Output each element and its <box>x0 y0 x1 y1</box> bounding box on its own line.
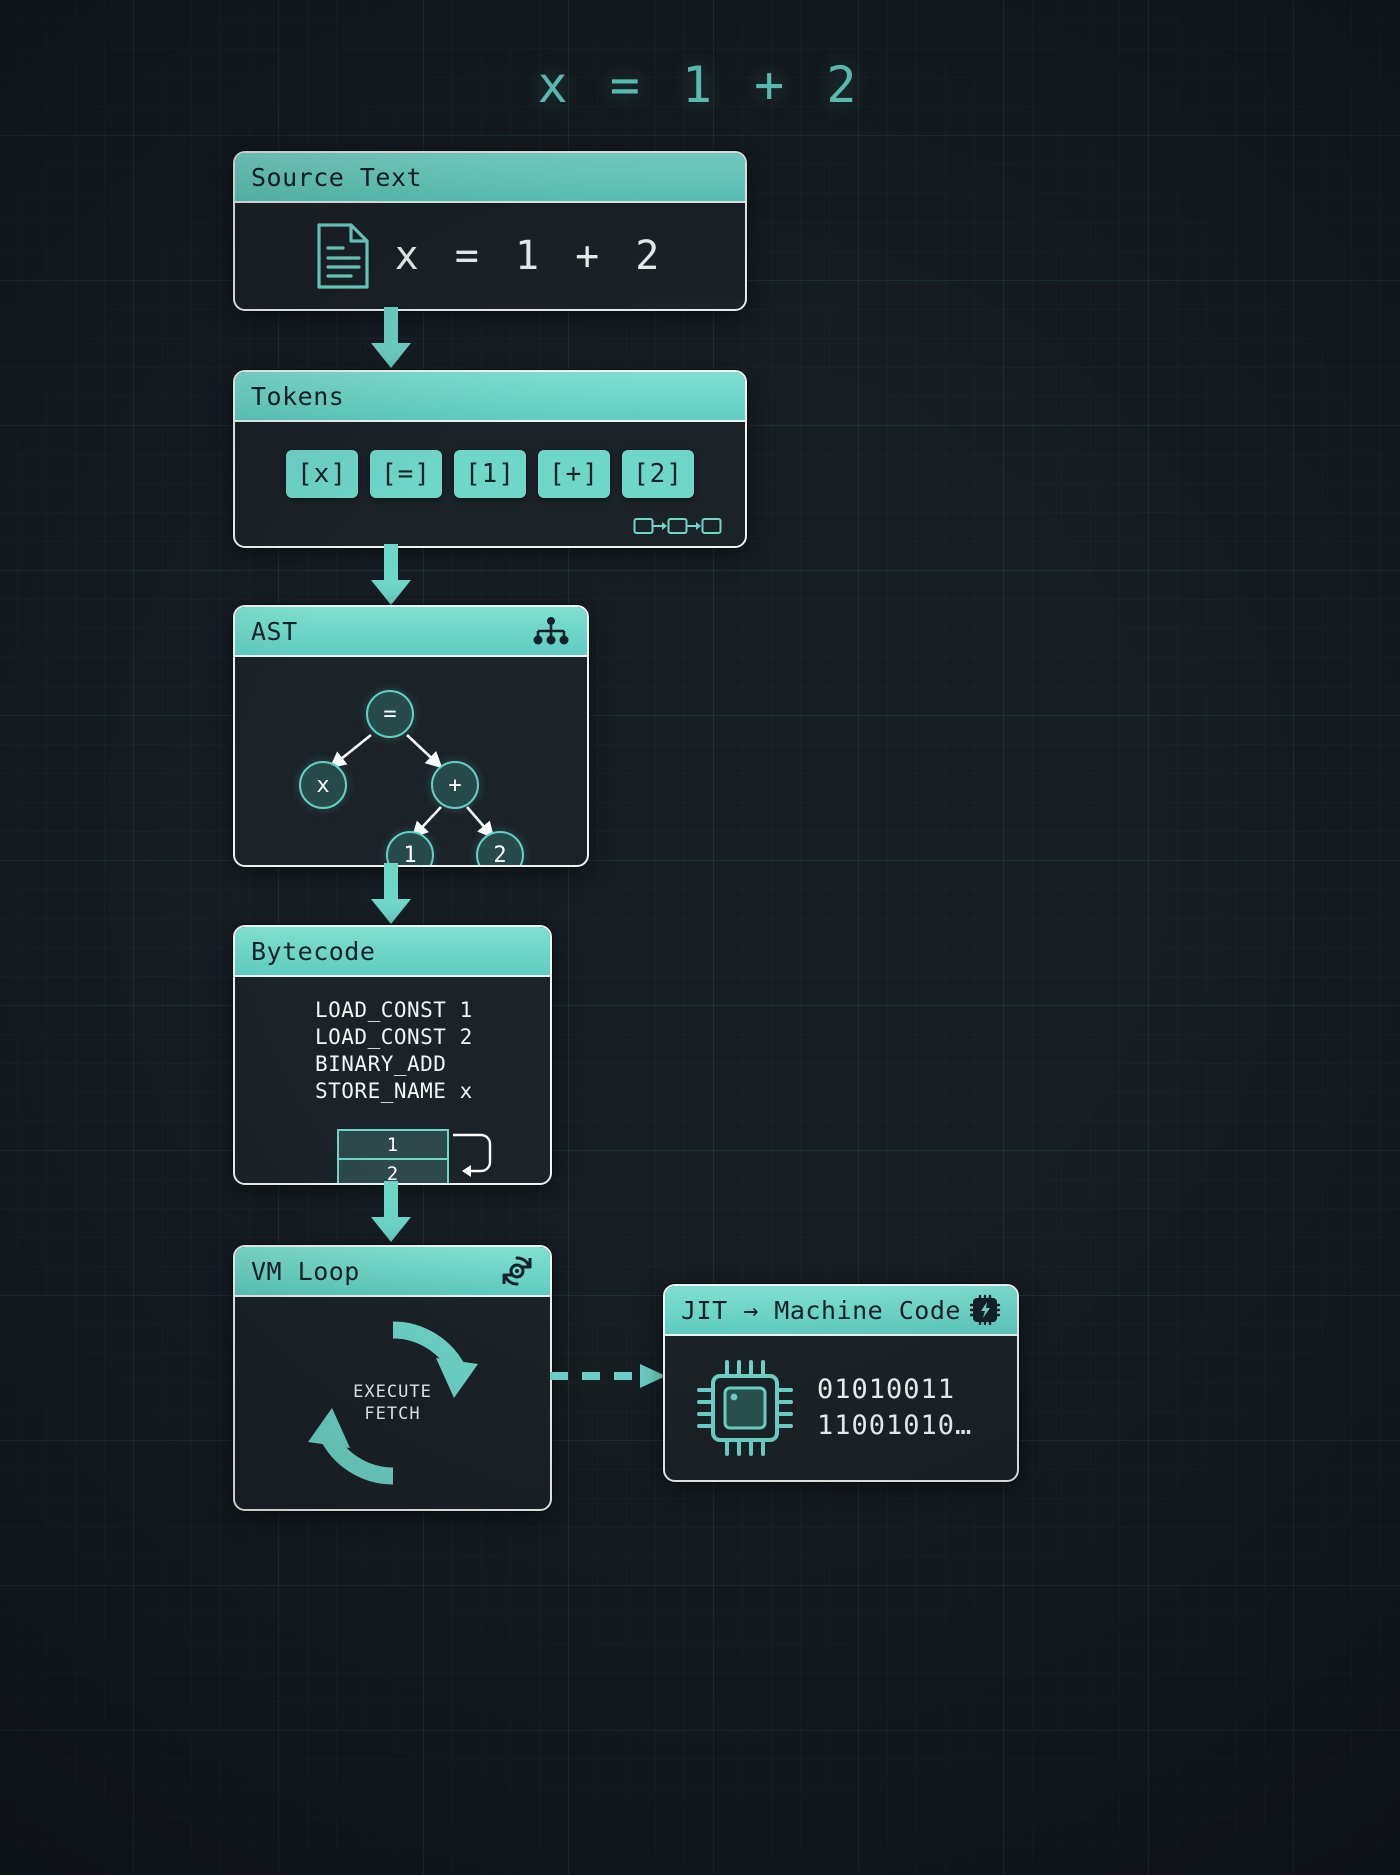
card-source-text-title: Source Text <box>251 162 423 192</box>
card-tokens-title: Tokens <box>251 381 345 411</box>
cpu-chip-icon <box>691 1354 799 1462</box>
value-stack: 1 2 <box>336 1129 449 1183</box>
card-source-text[interactable]: Source Text x = 1 + 2 <box>233 151 747 311</box>
card-tokens-body: [x] [=] [1] [+] [2] <box>235 422 745 546</box>
tree-icon <box>531 616 571 646</box>
token-chip[interactable]: [1] <box>454 450 526 498</box>
token-flow-icon <box>633 514 731 538</box>
token-chip-list: [x] [=] [1] [+] [2] <box>235 450 745 498</box>
card-bytecode[interactable]: Bytecode LOAD_CONST 1 LOAD_CONST 2 BINAR… <box>233 925 552 1185</box>
bytecode-line: STORE_NAME x <box>315 1079 473 1103</box>
arrow-ast-to-bytecode <box>369 863 413 927</box>
chip-bolt-icon <box>969 1294 1001 1326</box>
card-vm-loop-body: EXECUTE FETCH <box>235 1297 550 1509</box>
card-bytecode-header: Bytecode <box>235 927 550 977</box>
card-source-text-body: x = 1 + 2 <box>235 203 745 309</box>
card-vm-loop-header: VM Loop <box>235 1247 550 1297</box>
token-chip[interactable]: [x] <box>286 450 358 498</box>
page-title: x = 1 + 2 <box>537 56 863 114</box>
bytecode-line: LOAD_CONST 2 <box>315 1025 473 1049</box>
loop-arrows-icon <box>307 1321 478 1485</box>
ast-node[interactable]: 2 <box>476 831 524 865</box>
card-tokens-header: Tokens <box>235 372 745 422</box>
card-jit-title: JIT → Machine Code <box>681 1295 961 1325</box>
stack-return-arrow <box>453 1133 492 1177</box>
document-icon <box>315 222 371 290</box>
bytecode-line: BINARY_ADD <box>315 1052 447 1076</box>
arrow-source-to-tokens <box>369 307 413 371</box>
token-chip[interactable]: [+] <box>538 450 610 498</box>
token-chip[interactable]: [2] <box>622 450 694 498</box>
machine-code-line: 11001010… <box>817 1410 973 1441</box>
card-tokens[interactable]: Tokens [x] [=] [1] [+] [2] <box>233 370 747 548</box>
bytecode-line: LOAD_CONST 1 <box>315 998 473 1022</box>
card-vm-loop[interactable]: VM Loop EXECUTE FET <box>233 1245 552 1511</box>
cycle-gear-icon <box>500 1254 534 1288</box>
card-jit-header: JIT → Machine Code <box>665 1286 1017 1336</box>
arrow-tokens-to-ast <box>369 544 413 608</box>
card-bytecode-title: Bytecode <box>251 936 376 966</box>
card-ast-title: AST <box>251 616 298 646</box>
ast-node[interactable]: + <box>431 761 479 809</box>
ast-node[interactable]: x <box>299 761 347 809</box>
arrow-vm-to-jit <box>548 1362 670 1390</box>
ast-node[interactable]: 1 <box>386 831 434 865</box>
card-ast[interactable]: AST <box>233 605 589 867</box>
arrow-bytecode-to-vm <box>369 1181 413 1245</box>
machine-code-line: 01010011 <box>817 1374 956 1405</box>
card-jit-machine-code[interactable]: JIT → Machine Code 01010011 <box>663 1284 1019 1482</box>
loop-label-fetch: FETCH <box>364 1404 421 1424</box>
card-ast-header: AST <box>235 607 587 657</box>
card-bytecode-body: LOAD_CONST 1 LOAD_CONST 2 BINARY_ADD STO… <box>235 977 550 1183</box>
source-code-text: x = 1 + 2 <box>394 233 666 279</box>
card-vm-loop-title: VM Loop <box>251 1256 360 1286</box>
ast-node[interactable]: = <box>366 690 414 738</box>
stack-row: 2 <box>336 1160 449 1183</box>
card-ast-body: = x + 1 2 <box>235 657 587 865</box>
loop-label-execute: EXECUTE <box>353 1382 432 1402</box>
machine-code-bits: 01010011 11001010… <box>817 1372 972 1444</box>
card-source-text-header: Source Text <box>235 153 745 203</box>
bytecode-listing: LOAD_CONST 1 LOAD_CONST 2 BINARY_ADD STO… <box>235 997 550 1105</box>
card-jit-body: 01010011 11001010… <box>665 1336 1017 1480</box>
loop-label: EXECUTE FETCH <box>235 1381 550 1425</box>
token-chip[interactable]: [=] <box>370 450 442 498</box>
stack-row: 1 <box>336 1129 449 1160</box>
